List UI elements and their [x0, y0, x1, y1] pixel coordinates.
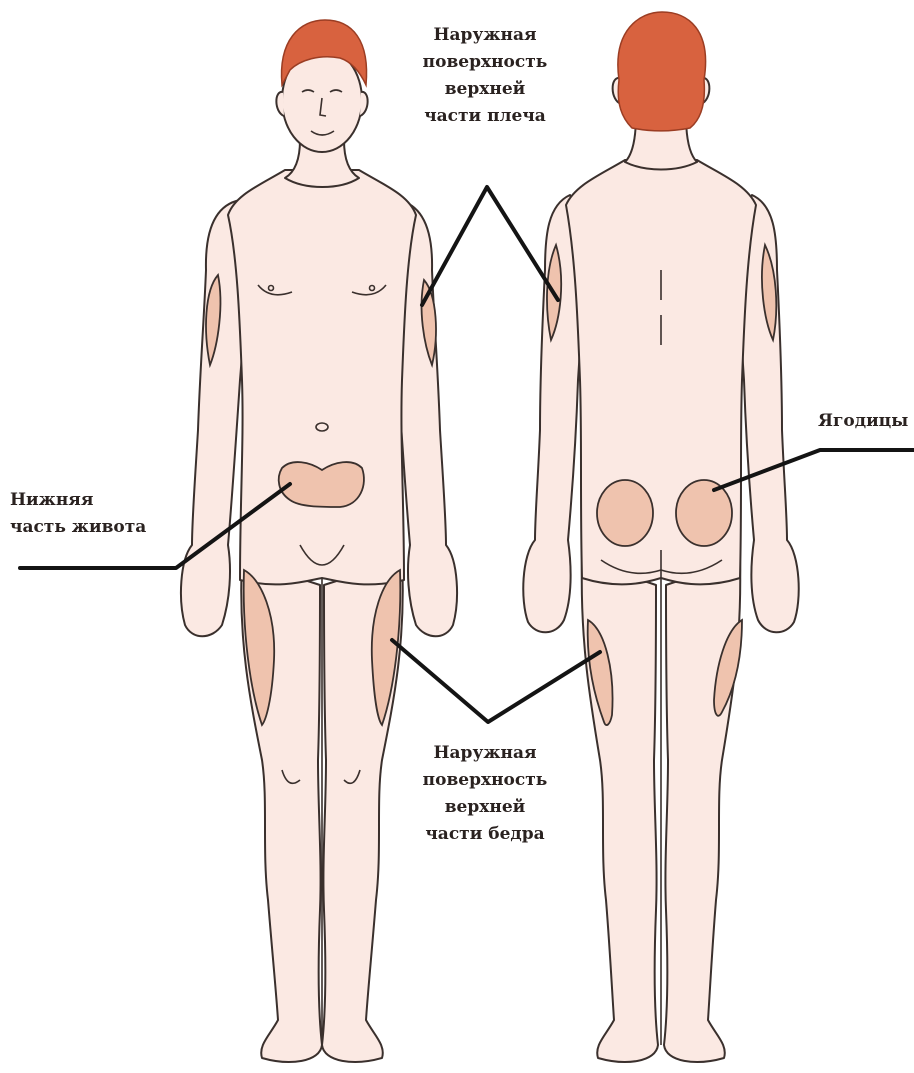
leader-buttocks [714, 450, 914, 490]
label-buttocks-text: Ягодицы [818, 408, 908, 435]
zone-buttock-right [676, 480, 732, 546]
label-thigh-line-3: верхней [400, 794, 570, 821]
label-upper-arm-line-1: Наружная [400, 22, 570, 49]
front-torso [228, 170, 416, 584]
leader-thigh [392, 640, 600, 722]
label-thigh-line-1: Наружная [400, 740, 570, 767]
front-ear-right [360, 92, 368, 116]
back-hair [618, 12, 706, 131]
zone-buttock-left [597, 480, 653, 546]
label-abdomen-line-1: Нижняя [10, 487, 146, 514]
label-upper-arm-line-3: верхней [400, 76, 570, 103]
label-upper-arm: Наружная поверхность верхней части плеча [400, 22, 570, 130]
front-ear-left [276, 92, 284, 116]
label-thigh-line-2: поверхность [400, 767, 570, 794]
label-buttocks: Ягодицы [818, 408, 908, 435]
label-upper-arm-line-2: поверхность [400, 49, 570, 76]
label-upper-arm-line-4: части плеча [400, 103, 570, 130]
leader-upper-arm [422, 187, 558, 305]
label-thigh-line-4: части бедра [400, 821, 570, 848]
label-abdomen-line-2: часть живота [10, 514, 146, 541]
label-abdomen: Нижняя часть живота [10, 487, 146, 541]
label-thigh: Наружная поверхность верхней части бедра [400, 740, 570, 848]
front-figure [181, 48, 457, 1062]
